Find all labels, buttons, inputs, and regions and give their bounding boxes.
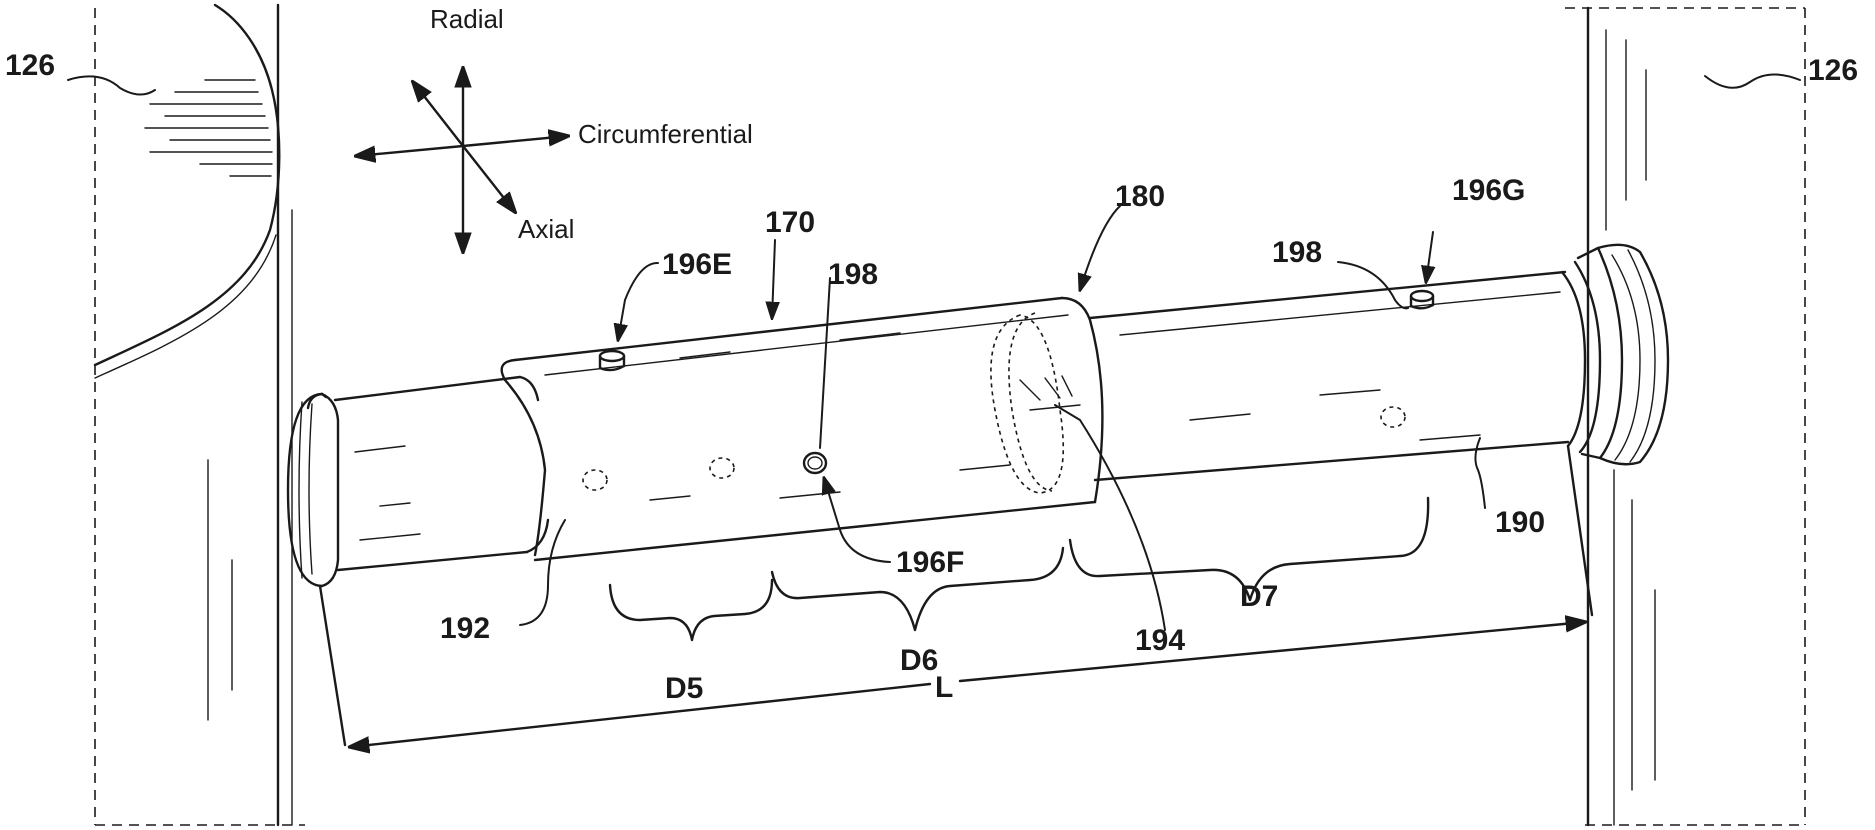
circumferential-label: Circumferential xyxy=(578,119,753,149)
label-126-left: 126 xyxy=(5,49,55,82)
label-170: 170 xyxy=(765,206,815,239)
label-D6: D6 xyxy=(900,644,938,677)
right-wall xyxy=(1565,8,1805,825)
length-dimension xyxy=(320,446,1592,747)
center-tube xyxy=(502,298,1103,560)
label-194: 194 xyxy=(1135,624,1185,657)
label-L: L xyxy=(935,671,953,704)
right-shaft-section xyxy=(1090,272,1568,480)
label-198-right: 198 xyxy=(1272,236,1322,269)
label-180: 180 xyxy=(1115,180,1165,213)
label-D7: D7 xyxy=(1240,580,1278,613)
label-190: 190 xyxy=(1495,506,1545,539)
left-shaft-section xyxy=(335,377,548,570)
left-end-fitting xyxy=(288,394,338,586)
segment-braces xyxy=(610,498,1428,640)
reference-labels: 126 126 170 180 190 192 194 196E 196F 19… xyxy=(5,49,1858,705)
direction-indicator: Radial Circumferential Axial xyxy=(356,4,753,252)
right-end-fitting xyxy=(1562,245,1668,464)
label-196E: 196E xyxy=(662,248,732,281)
label-198-center: 198 xyxy=(828,258,878,291)
radial-label: Radial xyxy=(430,4,504,34)
axial-label: Axial xyxy=(518,214,574,244)
label-126-right: 126 xyxy=(1808,54,1858,87)
left-wall xyxy=(95,5,305,825)
label-192: 192 xyxy=(440,612,490,645)
label-196G: 196G xyxy=(1452,174,1525,207)
label-D5: D5 xyxy=(665,672,703,705)
label-196F: 196F xyxy=(896,546,964,579)
